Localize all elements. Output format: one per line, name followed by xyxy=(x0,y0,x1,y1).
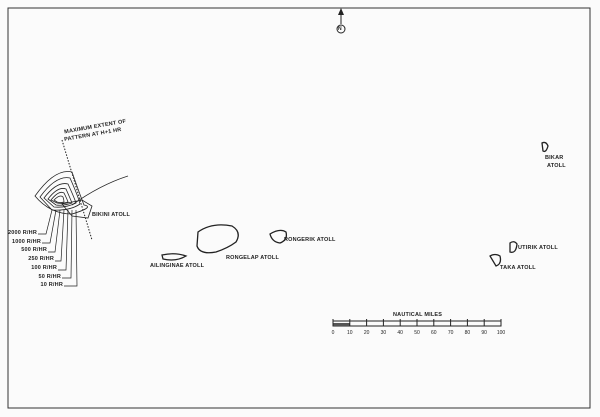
atoll-shapes xyxy=(161,141,549,267)
north-arrow-icon xyxy=(336,8,346,34)
rongerik-shape xyxy=(269,229,288,244)
scale-bar xyxy=(332,319,502,327)
contour-label: 50 R/HR xyxy=(38,273,61,280)
contour-label: 10 R/HR xyxy=(40,282,63,289)
scale-tick-label: 20 xyxy=(363,330,370,336)
contour-label: 100 R/HR xyxy=(31,264,57,271)
taka-shape xyxy=(489,253,502,267)
label-utirik: UTIRIK ATOLL xyxy=(518,245,558,251)
scale-title: NAUTICAL MILES xyxy=(393,312,443,318)
north-label: N xyxy=(338,25,342,32)
label-rongelap: RONGELAP ATOLL xyxy=(226,255,280,261)
contour-leaders xyxy=(38,209,78,287)
max-extent-line xyxy=(61,139,93,241)
scale-tick-label: 90 xyxy=(481,330,487,336)
ailinginae-shape xyxy=(161,253,188,261)
scale-tick-label: 60 xyxy=(431,330,437,336)
scale-tick-label: 70 xyxy=(447,330,454,336)
label-bikar-1: BIKAR xyxy=(545,155,564,161)
scale-tick-label: 40 xyxy=(397,330,403,336)
fallout-contours xyxy=(34,171,129,219)
utirik-shape xyxy=(509,241,518,253)
label-taka: TAKA ATOLL xyxy=(500,265,536,271)
label-ailinginae: AILINGINAE ATOLL xyxy=(150,263,205,269)
bikar-shape xyxy=(541,141,549,153)
label-bikar-2: ATOLL xyxy=(547,163,566,169)
label-rongerik: RONGERIK ATOLL xyxy=(284,237,336,243)
scale-tick-label: 50 xyxy=(414,330,420,336)
contour-label: 2000 R/HR xyxy=(7,230,37,236)
contour-label: 250 R/HR xyxy=(28,256,54,263)
contour-label: 500 R/HR xyxy=(21,247,47,254)
map-frame xyxy=(7,7,591,409)
scale-tick-label: 100 xyxy=(496,330,506,336)
scale-tick-label: 30 xyxy=(380,330,387,336)
label-bikini: BIKINI ATOLL xyxy=(92,212,131,218)
rongelap-shape xyxy=(196,224,239,254)
scale-tick-label: 0 xyxy=(331,330,335,336)
scale-tick-label: 10 xyxy=(347,330,353,336)
scale-tick-label: 80 xyxy=(464,330,471,336)
contour-label: 1000 R/HR xyxy=(11,238,41,245)
